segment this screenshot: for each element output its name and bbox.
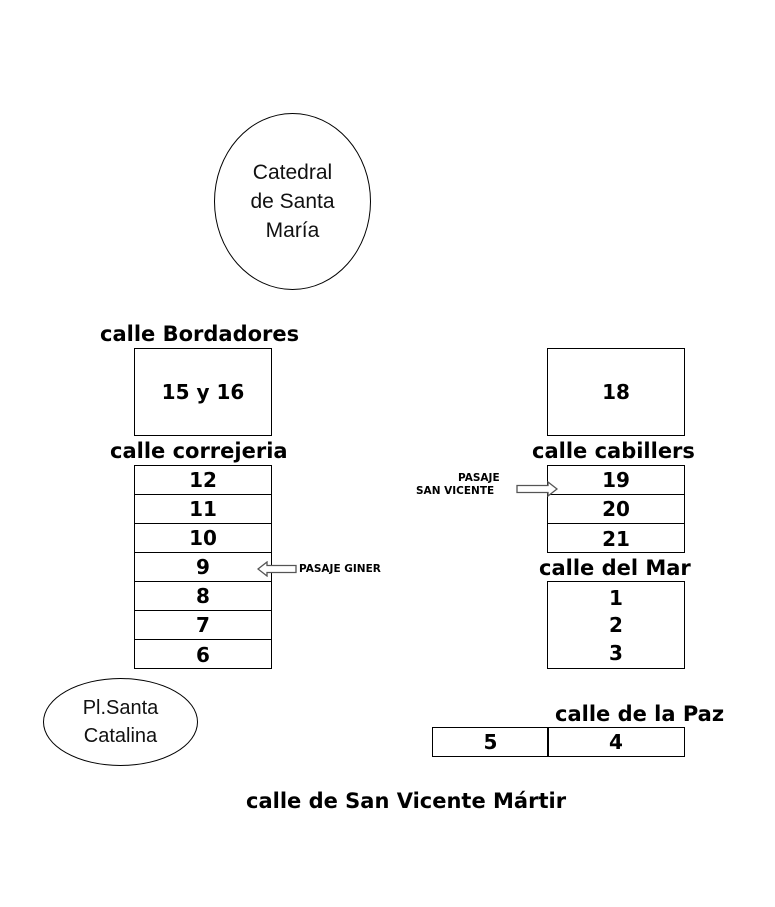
block-number: 3 [609, 640, 623, 665]
block-cell: 12 [135, 466, 271, 495]
block-cell: 6 [196, 642, 210, 667]
pasaje-san-vicente-label-line2: SAN VICENTE [416, 485, 495, 497]
block-cell: 11 [135, 495, 271, 524]
cabillers-block-stack: 19 20 21 [547, 465, 685, 553]
plaza-label: Pl.Santa Catalina [82, 697, 159, 747]
block-cell: 20 [548, 495, 684, 524]
plaza-santa-catalina-landmark: Pl.Santa Catalina [43, 678, 198, 766]
street-label-san-vicente-martir: calle de San Vicente Mártir [246, 789, 567, 813]
block-15-16: 15 y 16 [134, 348, 272, 436]
street-label-correjeria: calle correjeria [110, 439, 288, 463]
cathedral-landmark: Catedral de Santa María [214, 113, 371, 290]
block-4: 4 [547, 727, 685, 757]
street-label-del-mar: calle del Mar [539, 556, 691, 580]
block-cell: 10 [135, 524, 271, 553]
block-number: 2 [609, 613, 623, 637]
correjeria-block-stack: 12 11 10 9 8 7 6 [134, 465, 272, 669]
cathedral-label: Catedral de Santa María [250, 161, 335, 242]
block-cell: 19 [548, 466, 684, 495]
pasaje-san-vicente-arrow-icon [516, 481, 558, 497]
pasaje-giner-label: PASAJE GINER [299, 563, 381, 575]
block-number: 1 [609, 585, 623, 610]
pasaje-giner-arrow-icon [257, 561, 297, 577]
street-label-cabillers: calle cabillers [532, 439, 695, 463]
block-cell: 7 [135, 611, 271, 640]
block-cell: 9 [135, 553, 271, 582]
street-label-bordadores: calle Bordadores [100, 322, 300, 346]
street-label-de-la-paz: calle de la Paz [555, 702, 725, 726]
block-cell: 21 [602, 526, 630, 551]
block-18: 18 [547, 348, 685, 436]
del-mar-block: 1 2 3 [547, 581, 685, 669]
block-cell: 8 [135, 582, 271, 611]
block-5: 5 [432, 727, 549, 757]
pasaje-san-vicente-label-line1: PASAJE [458, 472, 500, 484]
